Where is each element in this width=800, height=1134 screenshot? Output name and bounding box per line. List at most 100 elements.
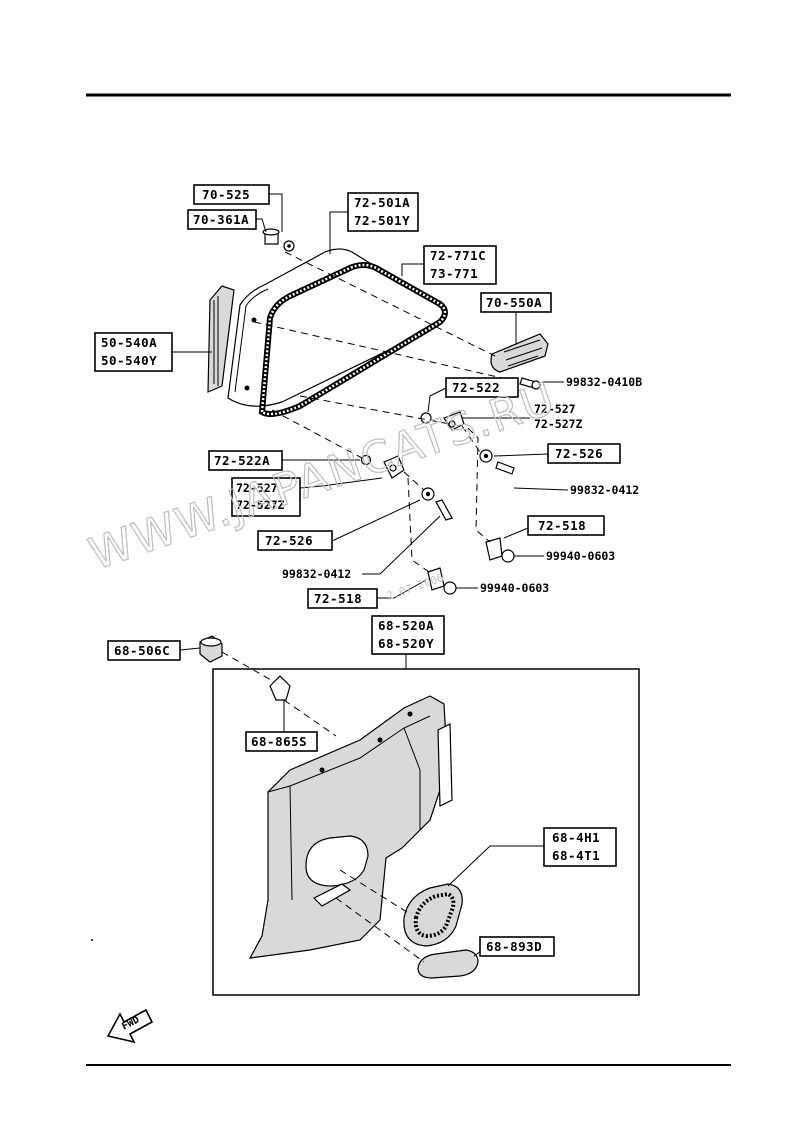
quarter-trim-panel [248, 695, 447, 959]
callout-68-865S: 68-865S [245, 731, 318, 752]
callout-text: 72-518 [314, 591, 362, 606]
callout-50-540A: 50-540A 50-540Y [94, 332, 173, 372]
hinge-pin-l [389, 464, 397, 472]
callout-72-522: 72-522 [445, 377, 519, 398]
callout-text: 68-4T1 [552, 848, 600, 863]
callout-text: 70-525 [202, 187, 250, 202]
callout-text: 72-526 [555, 446, 603, 461]
part-number-99832-0412-right: 99832-0412 [570, 483, 639, 497]
washer-72-522A [360, 454, 372, 466]
callout-72-518-left: 72-518 [307, 588, 378, 609]
latch-70-550A [490, 333, 549, 373]
quarter-window-glass [227, 248, 445, 407]
hinge-pin [448, 420, 456, 428]
bushing-hole-l [425, 491, 431, 497]
callout-72-527-left: 72-527 72-527Z [231, 477, 301, 517]
glass-hole [251, 317, 257, 323]
washer-hole [287, 244, 291, 248]
callout-68-893D: 68-893D [479, 936, 555, 957]
callout-text: 72-501A [354, 195, 410, 210]
callout-text: 70-550A [486, 295, 542, 310]
glass-edge [234, 288, 269, 393]
callout-text: 72-526 [265, 533, 313, 548]
part-number-99940-0603-left: 99940-0603 [480, 581, 549, 595]
callout-text: 70-361A [193, 212, 249, 227]
panel-hole [407, 711, 413, 717]
assembly-line [284, 251, 496, 357]
callout-68-4H1: 68-4H1 68-4T1 [543, 827, 617, 867]
callout-72-526-right: 72-526 [547, 443, 621, 464]
callout-text: 72-522A [214, 453, 270, 468]
part-number-99832-0410B: 99832-0410B [566, 375, 642, 389]
panel-rear-edge [437, 723, 453, 807]
assembly-line [461, 425, 481, 453]
nut-99940-0603-r [501, 549, 515, 563]
window-molding [207, 285, 235, 393]
callout-text: 50-540Y [101, 353, 157, 368]
assembly-line [283, 699, 337, 737]
callout-72-527-right: 72-527 72-527Z [534, 402, 583, 431]
callout-text: 68-506C [114, 643, 170, 658]
callout-text: 72-501Y [354, 213, 410, 228]
callout-70-361A: 70-361A [187, 209, 257, 230]
callout-text: 50-540A [101, 335, 157, 350]
panel-handle-recess [305, 835, 369, 887]
cap-top [262, 228, 280, 236]
panel-contours [267, 715, 431, 901]
callout-text: 68-865S [251, 734, 307, 749]
assembly-line [253, 321, 521, 383]
assembly-line [221, 651, 279, 685]
callout-text: 72-527Z [534, 417, 583, 431]
grommet-top [200, 637, 222, 647]
callout-72-526-left: 72-526 [257, 530, 333, 551]
callout-72-771C: 72-771C 73-771 [423, 245, 497, 285]
panel-hole [377, 737, 383, 743]
stray-dot [91, 939, 93, 941]
callout-text: 72-527 [236, 481, 278, 495]
bracket-72-518-r [485, 537, 503, 561]
callout-text: 72-527 [534, 402, 576, 416]
panel-slot [312, 883, 352, 907]
callout-68-520A: 68-520A 68-520Y [371, 615, 445, 655]
callout-70-550A: 70-550A [480, 292, 552, 313]
clip-68-865S [269, 675, 291, 701]
cover-68-893D [417, 949, 479, 979]
assembly-line [271, 409, 363, 459]
callout-text: 72-527Z [236, 498, 285, 512]
callout-72-518-right: 72-518 [527, 515, 605, 536]
leader-lines [172, 193, 569, 957]
callout-text: 68-520Y [378, 636, 434, 651]
callout-text: 72-522 [452, 380, 500, 395]
grille-mesh [413, 891, 456, 939]
speaker-grille-68-4H1 [403, 883, 463, 947]
assembly-line [299, 395, 451, 425]
screw-99832-0412-l [435, 499, 453, 521]
weatherstrip-texture [260, 263, 447, 416]
trim-panel-frame [212, 668, 640, 996]
callout-text: 72-771C [430, 248, 486, 263]
latch-ribs [503, 339, 543, 367]
washer-72-522 [420, 412, 432, 424]
glass-hole [244, 385, 250, 391]
part-number-99832-0412-left: 99832-0412 [282, 567, 351, 581]
molding-ribs [213, 296, 219, 386]
callout-text: 73-771 [430, 266, 478, 281]
callout-68-506C: 68-506C [107, 640, 181, 661]
fwd-arrow-icon: FWD [106, 1008, 154, 1044]
callout-text: 72-518 [538, 518, 586, 533]
callout-72-501A: 72-501A 72-501Y [347, 192, 419, 232]
assembly-line [335, 897, 425, 963]
assembly-line [467, 427, 491, 543]
bushing-hole [483, 453, 489, 459]
panel-hole [319, 767, 325, 773]
callout-70-525: 70-525 [193, 184, 270, 205]
assembly-line [403, 471, 425, 491]
screw-head [531, 380, 541, 390]
screw-99832-0412-r [495, 461, 515, 475]
part-number-99940-0603-right: 99940-0603 [546, 549, 615, 563]
assembly-line [339, 869, 411, 915]
callout-text: 68-520A [378, 618, 434, 633]
callout-72-522A: 72-522A [208, 450, 283, 471]
